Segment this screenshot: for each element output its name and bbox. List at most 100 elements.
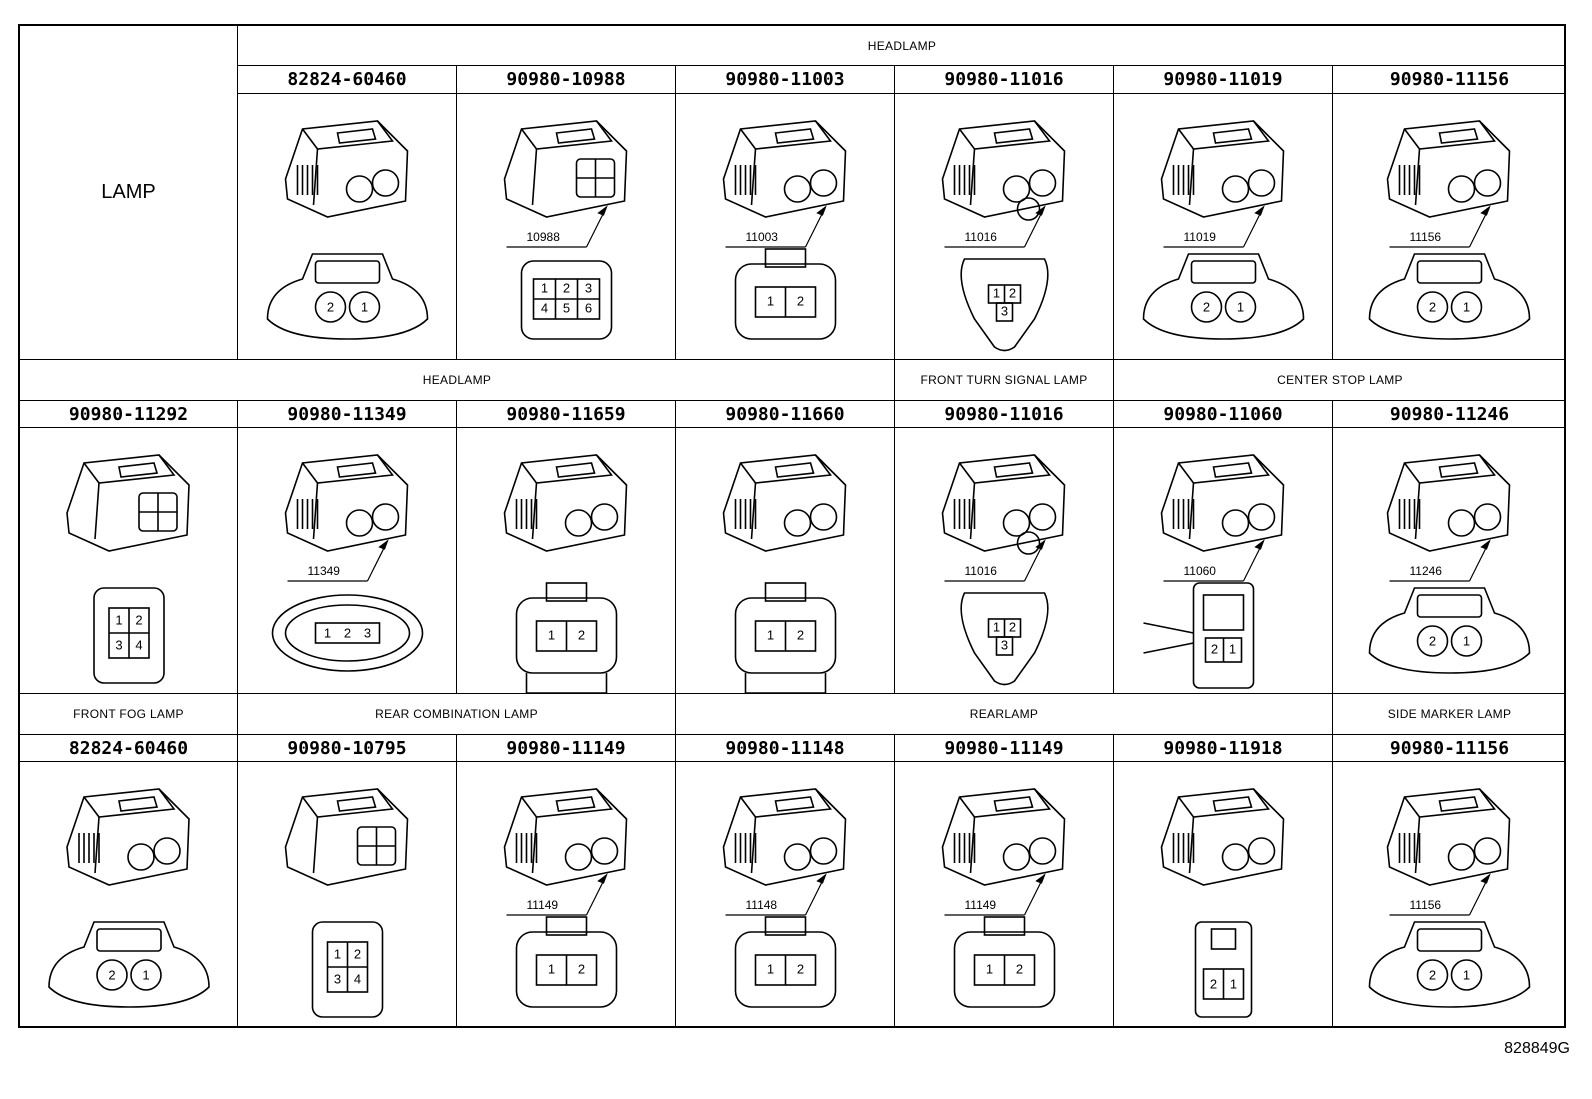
pin-label: 2 [135,612,142,627]
connector-body-drawing [1386,120,1511,218]
connector-body-drawing [1386,454,1511,552]
pin-label: 1 [767,961,774,976]
part-number: 90980-11016 [895,401,1114,428]
part-number: 90980-10795 [238,735,457,762]
pin-label: 1 [1230,976,1237,991]
pin-label: 6 [585,300,592,315]
part-number: 90980-11148 [676,735,895,762]
pin-label: 1 [334,946,341,961]
group-header: SIDE MARKER LAMP [1333,694,1566,735]
terminal-face-drawing [960,258,1049,352]
pin-label: 3 [334,971,341,986]
connector-body-drawing [1160,788,1285,886]
terminal-face-drawing [271,594,424,672]
pin-label: 1 [767,293,774,308]
callout-label: 11149 [527,898,559,912]
part-number: 90980-11660 [676,401,895,428]
pin-label: 1 [541,280,548,295]
corner-lamp-cell: LAMP [20,26,238,360]
group-header: HEADLAMP [20,360,895,401]
callout-label: 11156 [1410,230,1442,244]
pin-label: 3 [364,625,371,640]
pin-label: 1 [142,967,149,982]
terminal-face-drawing [515,916,618,1008]
corner-label: LAMP [101,181,156,203]
pin-label: 2 [797,627,804,642]
callout-leader [944,873,1046,916]
part-number: 90980-11149 [457,735,676,762]
callout-label: 11019 [1184,230,1217,244]
pin-label: 1 [324,625,331,640]
connector-body-drawing [284,454,409,552]
pin-label: 3 [1001,303,1008,318]
pin-label: 2 [1429,299,1436,314]
connector-body-drawing [941,454,1066,555]
pin-label: 2 [563,280,570,295]
terminal-face-drawing [1368,253,1531,340]
part-number: 82824-60460 [238,66,457,94]
pin-label: 2 [1016,961,1023,976]
group-header: CENTER STOP LAMP [1114,360,1566,401]
pin-label: 2 [354,946,361,961]
pin-label: 1 [548,961,555,976]
terminal-face-drawing [1194,921,1253,1018]
callout-label: 11016 [965,230,998,244]
group-header: REAR COMBINATION LAMP [238,694,676,735]
callout-leader [1163,539,1265,582]
callout-label: 10988 [527,230,561,244]
part-number: 90980-10988 [457,66,676,94]
pin-label: 2 [797,293,804,308]
connector-body-drawing [722,454,847,552]
figure-code: 828849G [1504,1040,1570,1057]
pin-label: 3 [115,637,122,652]
part-number: 90980-11246 [1333,401,1566,428]
pin-label: 1 [993,285,1000,300]
group-header: FRONT FOG LAMP [20,694,238,735]
callout-leader [1163,205,1265,248]
connector-body-drawing [284,788,409,886]
callout-leader [725,205,827,248]
terminal-face-drawing [960,592,1049,686]
terminal-face-drawing [1368,921,1531,1008]
pin-label: 1 [986,961,993,976]
callout-label: 11060 [1184,564,1217,578]
part-number: 90980-11918 [1114,735,1333,762]
callout-label: 11156 [1410,898,1442,912]
callout-label: 11016 [965,564,998,578]
connector-body-drawing [503,788,628,886]
connector-illustration: 11156 2 1 [1333,94,1566,360]
group-header: FRONT TURN SIGNAL LAMP [895,360,1114,401]
part-number: 90980-11156 [1333,735,1566,762]
connector-body-drawing [1160,120,1285,218]
pin-label: 1 [361,299,368,314]
pin-label: 4 [135,637,142,652]
terminal-face-drawing [266,253,429,340]
connector-body-drawing [722,120,847,218]
pin-label: 4 [354,971,361,986]
connector-body-drawing [722,788,847,886]
group-header: REARLAMP [676,694,1333,735]
callout-label: 11349 [308,564,341,578]
pin-label: 1 [1463,299,1470,314]
terminal-face-drawing [734,248,837,340]
callout-label: 11246 [1410,564,1443,578]
pin-label: 2 [1210,976,1217,991]
pin-label: 1 [1229,641,1236,656]
connector-body-drawing [941,788,1066,886]
part-number: 90980-11156 [1333,66,1566,94]
terminal-face-drawing [953,916,1056,1008]
pin-label: 2 [344,625,351,640]
